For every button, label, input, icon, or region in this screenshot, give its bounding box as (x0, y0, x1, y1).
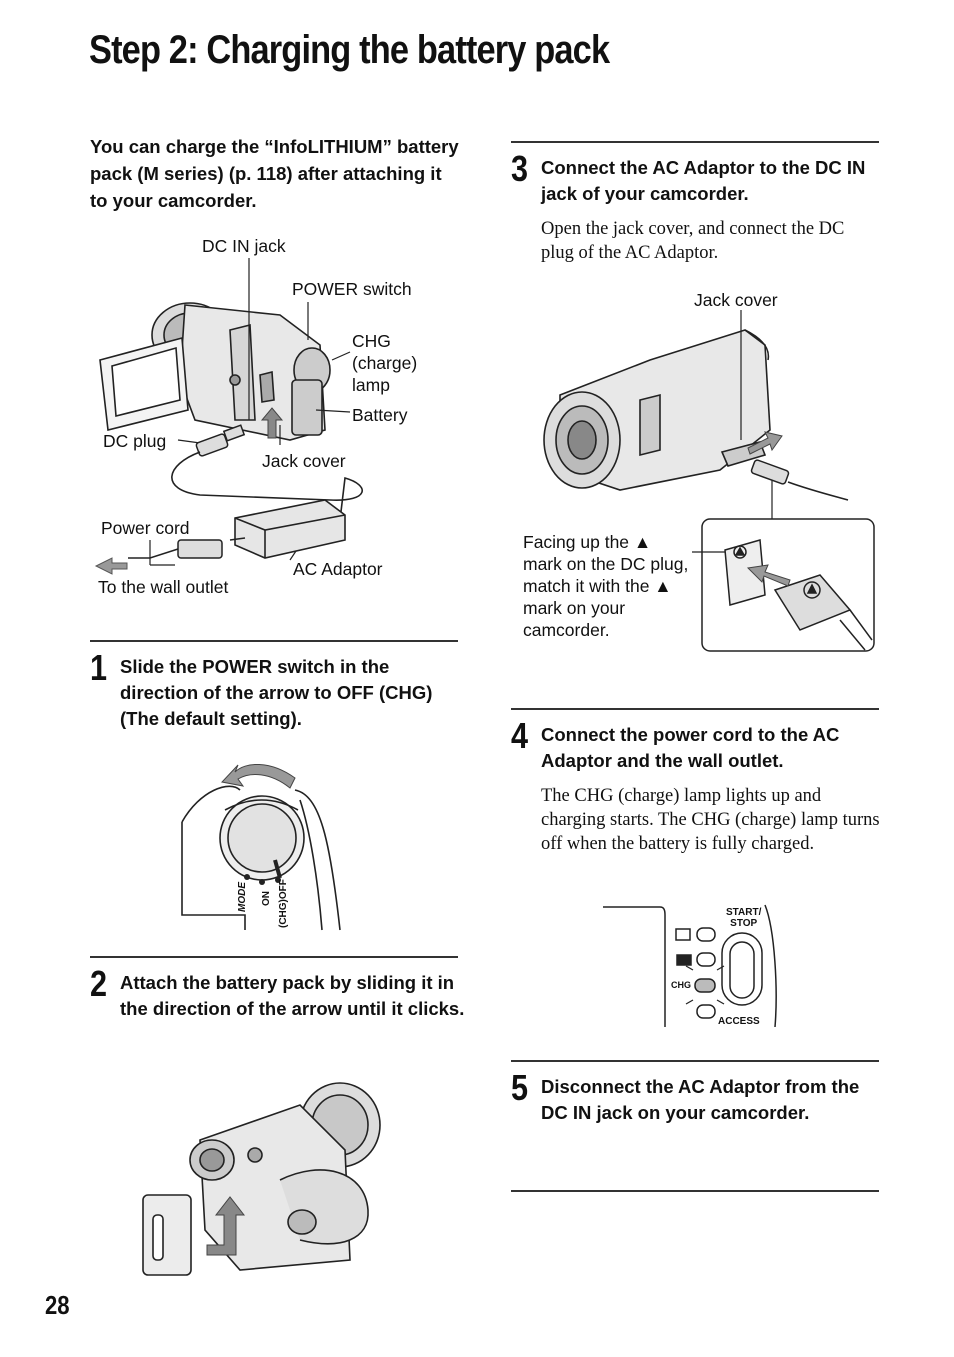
label-chg-lamp: CHG (charge) lamp (352, 331, 418, 395)
label-power-cord: Power cord (101, 518, 190, 538)
label-dc-plug: DC plug (103, 431, 167, 451)
step-2-number: 2 (90, 963, 108, 1004)
step-1-number: 1 (90, 647, 108, 688)
label-chg: CHG (671, 980, 691, 990)
step-5-number: 5 (511, 1067, 529, 1108)
divider-step-3 (511, 141, 879, 143)
page-title: Step 2: Charging the battery pack (89, 28, 610, 72)
step-5: 5 Disconnect the AC Adaptor from the DC … (511, 1070, 879, 1170)
label-facing-note: Facing up the ▲ mark on the DC plug, mat… (523, 532, 689, 640)
page-number: 28 (45, 1290, 70, 1320)
step-3-body: Open the jack cover, and connect the DC … (541, 219, 845, 263)
divider-step-5 (511, 1060, 879, 1062)
divider-end (511, 1190, 879, 1192)
step-4-heading: Connect the power cord to the AC Adaptor… (541, 724, 840, 771)
label-jack-cover: Jack cover (262, 451, 346, 471)
step-2: 2 Attach the battery pack by sliding it … (90, 963, 464, 1066)
divider-step-2 (90, 956, 458, 958)
step-4-body: The CHG (charge) lamp lights up and char… (541, 786, 880, 854)
label-access: ACCESS (718, 1016, 760, 1027)
divider-step-4 (511, 708, 879, 710)
label-start-stop: START/ STOP (726, 907, 762, 929)
label-jack-cover-3: Jack cover (694, 290, 778, 310)
step-1: 1 Slide the POWER switch in the directio… (90, 650, 458, 750)
step-4: 4 Connect the power cord to the AC Adapt… (511, 715, 880, 888)
step-5-heading: Disconnect the AC Adaptor from the DC IN… (541, 1076, 860, 1123)
step-2-heading: Attach the battery pack by sliding it in… (120, 972, 465, 1019)
divider-step-1 (90, 640, 458, 642)
label-wall-outlet: To the wall outlet (98, 577, 229, 597)
intro-text: You can charge the “InfoLITHIUM” battery… (90, 136, 459, 211)
step-3-number: 3 (511, 148, 529, 189)
step-1-heading: Slide the POWER switch in the direction … (120, 656, 433, 729)
label-ac-adaptor: AC Adaptor (293, 559, 383, 579)
label-battery: Battery (352, 405, 408, 425)
label-power-switch: POWER switch (292, 279, 412, 299)
step-3: 3 Connect the AC Adaptor to the DC IN ja… (511, 151, 879, 271)
step-3-heading: Connect the AC Adaptor to the DC IN jack… (541, 157, 866, 204)
label-dc-in-jack: DC IN jack (202, 236, 286, 256)
step-4-number: 4 (511, 715, 529, 756)
